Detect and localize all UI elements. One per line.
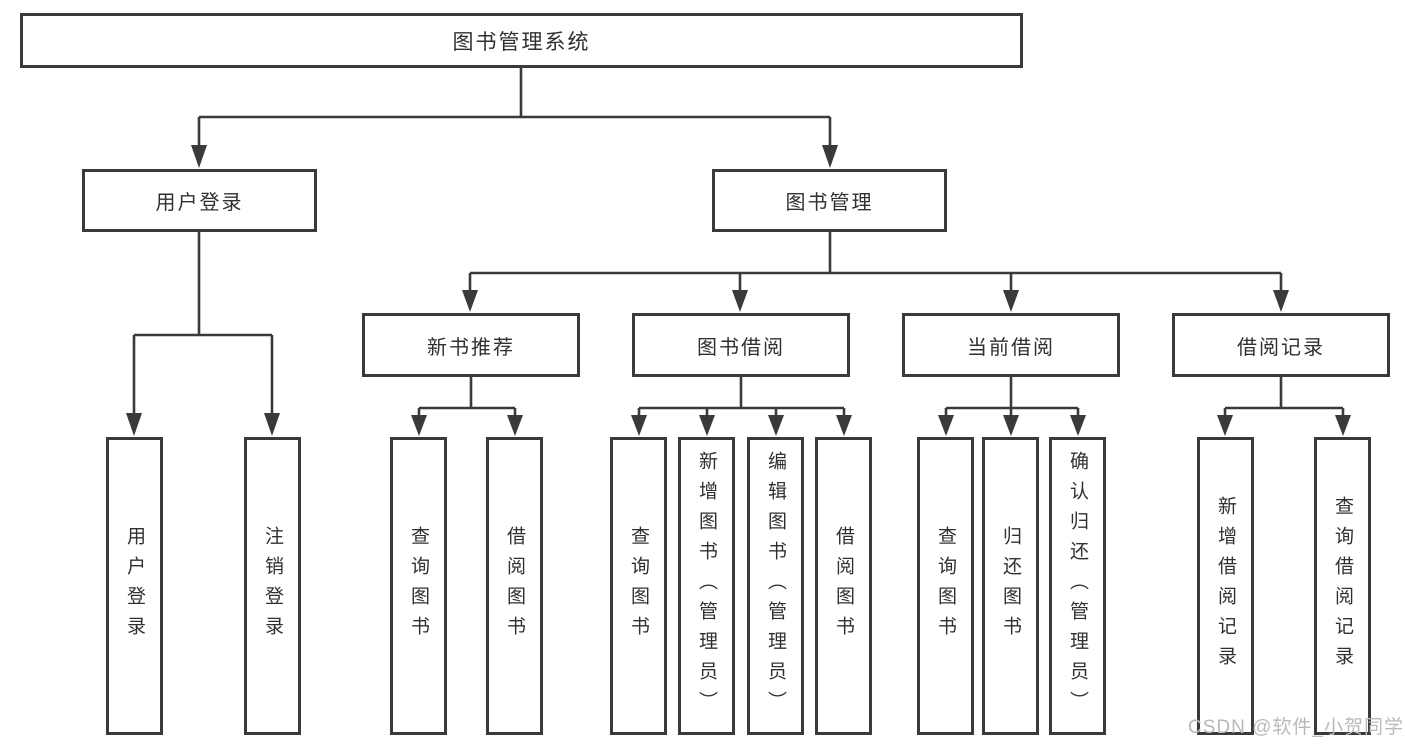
leaf-add-book-admin: 新增图书（管理员） — [678, 437, 735, 735]
arrowhead-down-icon — [836, 415, 852, 436]
leaf-logout: 注销登录 — [244, 437, 301, 735]
arrowhead-down-icon — [191, 145, 207, 168]
arrowhead-down-icon — [1273, 290, 1289, 312]
node-current-borrow: 当前借阅 — [902, 313, 1120, 377]
connector-line — [1223, 377, 1345, 415]
node-user-login: 用户登录 — [82, 169, 317, 232]
arrowhead-down-icon — [768, 415, 784, 436]
node-label: 确认归还（管理员） — [1067, 451, 1088, 721]
arrowhead-down-icon — [699, 415, 715, 436]
node-label: 用户登录 — [124, 526, 145, 646]
node-system-root: 图书管理系统 — [20, 13, 1023, 68]
leaf-borrow-book: 借阅图书 — [486, 437, 543, 735]
arrowhead-down-icon — [126, 413, 142, 436]
connector-line — [468, 232, 1283, 290]
leaf-borrow-book: 借阅图书 — [815, 437, 872, 735]
arrowhead-down-icon — [938, 415, 954, 436]
connector-borrow-records-to-leaves — [1217, 377, 1351, 436]
leaf-query-book: 查询图书 — [610, 437, 667, 735]
arrowhead-down-icon — [1335, 415, 1351, 436]
node-label: 图书管理系统 — [452, 30, 591, 54]
node-label: 查询图书 — [935, 526, 956, 646]
connector-current-borrow-to-leaves — [938, 377, 1086, 436]
leaf-edit-book-admin: 编辑图书（管理员） — [747, 437, 804, 735]
connector-book-borrow-to-leaves — [631, 377, 852, 436]
node-book-borrow: 图书借阅 — [632, 313, 850, 377]
node-label: 编辑图书（管理员） — [765, 451, 786, 721]
connector-root-to-level2 — [191, 68, 838, 168]
connector-book-management-to-groups — [462, 232, 1289, 312]
arrowhead-down-icon — [1003, 290, 1019, 312]
arrowhead-down-icon — [1003, 415, 1019, 436]
arrowhead-down-icon — [631, 415, 647, 436]
arrowhead-down-icon — [264, 413, 280, 436]
connector-line — [637, 377, 846, 415]
node-label: 查询图书 — [408, 526, 429, 646]
arrowhead-down-icon — [732, 290, 748, 312]
node-label: 图书管理 — [785, 192, 874, 214]
node-label: 借阅记录 — [1237, 336, 1325, 359]
node-label: 新增图书（管理员） — [696, 451, 717, 721]
node-label: 当前借阅 — [967, 336, 1055, 359]
node-label: 查询借阅记录 — [1332, 496, 1353, 676]
node-label: 用户登录 — [155, 192, 244, 214]
csdn-watermark: CSDN @软件_小贺同学 — [1188, 717, 1404, 738]
node-label: 注销登录 — [262, 526, 283, 646]
node-book-management: 图书管理 — [712, 169, 947, 232]
arrowhead-down-icon — [1217, 415, 1233, 436]
node-label: 图书借阅 — [697, 336, 785, 359]
leaf-confirm-return-admin: 确认归还（管理员） — [1049, 437, 1106, 735]
arrowhead-down-icon — [822, 145, 838, 168]
arrowhead-down-icon — [462, 290, 478, 312]
node-new-book-recommend: 新书推荐 — [362, 313, 580, 377]
node-label: 借阅图书 — [504, 526, 525, 646]
leaf-query-borrow-record: 查询借阅记录 — [1314, 437, 1371, 735]
node-label: 归还图书 — [1000, 526, 1021, 646]
connector-new-book-to-leaves — [411, 377, 523, 436]
node-borrow-records: 借阅记录 — [1172, 313, 1390, 377]
node-label: 新书推荐 — [427, 336, 515, 359]
node-label: 查询图书 — [628, 526, 649, 646]
connector-line — [417, 377, 517, 415]
leaf-query-book: 查询图书 — [917, 437, 974, 735]
connector-line — [944, 377, 1080, 415]
leaf-return-book: 归还图书 — [982, 437, 1039, 735]
leaf-user-login: 用户登录 — [106, 437, 163, 735]
node-label: 借阅图书 — [833, 526, 854, 646]
connector-user-login-to-leaves — [126, 232, 280, 436]
leaf-add-borrow-record: 新增借阅记录 — [1197, 437, 1254, 735]
arrowhead-down-icon — [411, 415, 427, 436]
leaf-query-book: 查询图书 — [390, 437, 447, 735]
connector-line — [132, 232, 274, 413]
arrowhead-down-icon — [1070, 415, 1086, 436]
arrowhead-down-icon — [507, 415, 523, 436]
connector-line — [197, 68, 832, 145]
node-label: 新增借阅记录 — [1215, 496, 1236, 676]
